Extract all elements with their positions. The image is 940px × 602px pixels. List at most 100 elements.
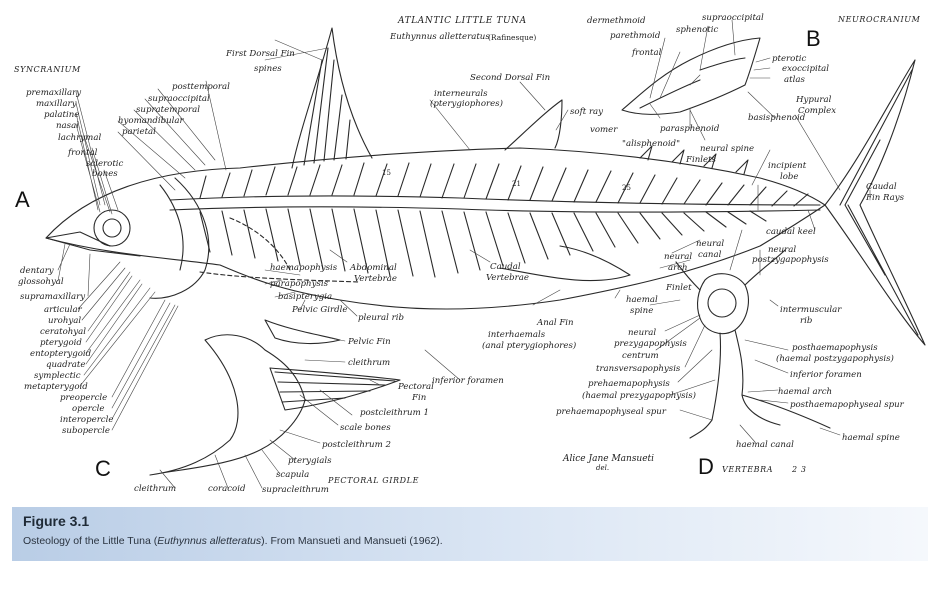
label-sclerotic: sclerotic: [86, 159, 124, 169]
fish-body-outline: [45, 147, 826, 310]
label-basipterygia: basipterygia: [278, 292, 332, 302]
panel-b-label: B: [806, 26, 821, 51]
pectoral-girdle-label: PECTORAL GIRDLE: [327, 476, 419, 485]
label-dermethmoid: dermethmoid: [587, 16, 646, 26]
vertebral-column: [169, 195, 821, 206]
label-frontal-a: frontal: [67, 148, 98, 158]
label-scapula: scapula: [276, 470, 309, 480]
label-inferior-foramen-main: inferior foramen: [432, 376, 504, 386]
label-prehaemapophysis-2: (haemal prezygapophysis): [582, 390, 696, 401]
diagram-title: ATLANTIC LITTLE TUNA: [397, 16, 527, 26]
label-vertebra-21: 21: [512, 180, 521, 188]
label-pelvic-fin: Pelvic Fin: [347, 337, 391, 347]
species-name: Euthynnus alletteratus: [389, 32, 490, 42]
opercle-outline: [149, 177, 210, 299]
label-caudal-keel: caudal keel: [766, 227, 816, 237]
label-entopterygoid: entopterygoid: [30, 349, 92, 359]
neurocranium-label: NEUROCRANIUM: [837, 15, 921, 24]
pectoral-girdle: [149, 334, 306, 476]
label-haemal-arch: haemal arch: [778, 387, 832, 397]
label-vomer: vomer: [590, 125, 618, 135]
label-posthaemapophysis: posthaemapophysis: [792, 343, 878, 353]
label-urohyal: urohyal: [48, 316, 81, 326]
artist-del: del.: [596, 464, 609, 472]
caudal-fin: [824, 59, 926, 346]
label-exoccipital: exoccipital: [782, 64, 829, 74]
second-dorsal-fin: [504, 99, 563, 151]
label-abdominal-vertebrae: Vertebrae: [354, 274, 397, 284]
label-caudal-fin-rays: Fin Rays: [865, 193, 905, 203]
label-sphenotic: sphenotic: [676, 25, 718, 35]
label-postcleithrum-1: postcleithrum 1: [360, 408, 429, 418]
label-glossohyal: glossohyal: [18, 277, 64, 287]
label-interhaemals: interhaemals: [488, 330, 546, 340]
label-finlets: Finlets: [685, 155, 717, 165]
vertebra-label: VERTEBRA: [722, 465, 773, 474]
label-parietal: parietal: [122, 127, 156, 137]
label-pterygials: pterygials: [288, 456, 332, 466]
label-posthaemapophysis-2: (haemal postzygapophysis): [776, 353, 894, 364]
label-quadrate: quadrate: [46, 360, 85, 370]
label-incipient-lobe: lobe: [780, 172, 799, 182]
label-neural-postzyg: neural: [768, 245, 796, 255]
label-neural-arch: neural: [664, 252, 692, 262]
anal-fin: [499, 245, 631, 282]
haemal-spines: [199, 208, 767, 278]
label-hyomandibular: hyomandibular: [118, 116, 185, 126]
panel-c-label: C: [95, 456, 111, 481]
label-neural-spine: neural spine: [700, 144, 754, 154]
label-maxillary: maxillary: [36, 99, 77, 109]
label-lachrymal: lachrymal: [58, 133, 101, 143]
label-second-dorsal-fin: Second Dorsal Fin: [470, 73, 550, 83]
caption-title: Figure 3.1: [23, 513, 90, 529]
label-symplectic: symplectic: [34, 371, 81, 381]
label-sclerotic-bones: bones: [92, 169, 118, 179]
label-haemal-spine-mid: haemal: [626, 295, 658, 305]
label-caudal-vertebrae: Vertebrae: [486, 273, 529, 283]
label-caudal-v: Caudal: [490, 262, 521, 272]
label-cleithrum-bottom: cleithrum: [134, 484, 176, 494]
label-intermuscular-rib: rib: [800, 316, 812, 326]
label-ceratohyal: ceratohyal: [40, 327, 86, 337]
vertebra-d: [696, 273, 749, 335]
label-nasal: nasal: [56, 121, 79, 131]
label-incipient: incipient: [768, 161, 807, 171]
label-palatine: palatine: [44, 110, 79, 120]
label-caudal: Caudal: [866, 182, 897, 192]
label-prehaemapophyseal-spur: prehaemapophyseal spur: [556, 407, 667, 417]
label-neural-postzyg-2: postzygapophysis: [752, 255, 829, 265]
label-posttemporal: posttemporal: [172, 82, 230, 92]
first-dorsal-fin: [291, 27, 373, 169]
label-inferior-foramen-d: inferior foramen: [790, 370, 862, 380]
label-basisphenoid: basisphenoid: [748, 113, 806, 123]
label-abdominal: Abdominal: [349, 263, 397, 273]
label-posthaemapophyseal-spur: posthaemapophyseal spur: [790, 400, 905, 410]
neurocranium: [621, 37, 761, 115]
label-centrum: centrum: [622, 351, 659, 361]
label-subopercle: subopercle: [62, 426, 110, 436]
figure-caption: Figure 3.1 Osteology of the Little Tuna …: [12, 507, 928, 561]
label-interopercle: interopercle: [60, 415, 113, 425]
label-neural-canal-2: canal: [698, 250, 722, 260]
caption-text: Osteology of the Little Tuna (Euthynnus …: [23, 535, 443, 547]
vertebra-number: 2 3: [791, 465, 807, 474]
label-postcleithrum-2: postcleithrum 2: [322, 440, 391, 450]
species-author: (Rafinesque): [488, 33, 536, 42]
label-preopercle: preopercle: [60, 393, 107, 403]
label-pectoral-fin: Pectoral: [397, 382, 434, 392]
label-finlet: Finlet: [665, 283, 692, 293]
label-soft-ray: soft ray: [570, 107, 603, 117]
label-vertebra-25: 25: [622, 184, 631, 192]
label-prehaemapophysis: prehaemapophysis: [588, 379, 670, 389]
label-cleithrum-right: cleithrum: [348, 358, 390, 368]
label-first-dorsal-fin: First Dorsal Fin: [225, 49, 295, 59]
caption-species: Euthynnus alletteratus: [157, 535, 262, 547]
label-articular: articular: [44, 305, 83, 315]
label-alisphenoid: "alisphenoid": [622, 139, 680, 149]
label-parapophysis: parapophysis: [270, 279, 329, 289]
neural-spines: [199, 162, 809, 207]
label-pterotic: pterotic: [772, 54, 807, 64]
label-supratemporal: supratemporal: [136, 105, 200, 115]
label-scale-bones: scale bones: [340, 423, 391, 433]
label-metapterygoid: metapterygoid: [24, 382, 88, 392]
